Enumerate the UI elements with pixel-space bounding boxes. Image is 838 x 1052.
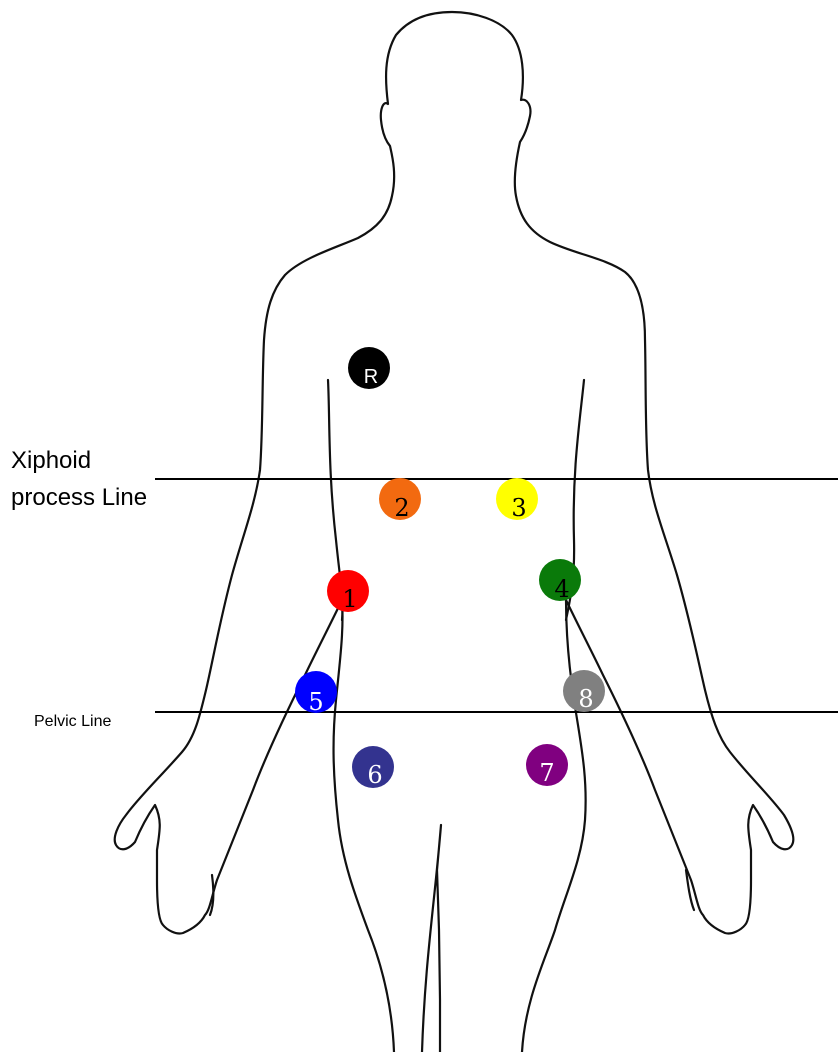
marker-5: 5 bbox=[295, 671, 337, 716]
marker-5-label: 5 bbox=[308, 688, 323, 716]
marker-8-label: 8 bbox=[578, 685, 593, 713]
marker-8: 8 bbox=[563, 670, 605, 713]
marker-1: 1 bbox=[327, 570, 369, 613]
xiphoid-label-line1: Xiphoid bbox=[11, 447, 91, 474]
marker-7-label: 7 bbox=[539, 759, 554, 787]
marker-4-label: 4 bbox=[554, 575, 569, 603]
marker-3: 3 bbox=[496, 478, 538, 522]
body-left-side bbox=[115, 12, 794, 1052]
marker-1-label: 1 bbox=[342, 585, 357, 613]
marker-2: 2 bbox=[379, 478, 421, 522]
marker-4: 4 bbox=[539, 559, 581, 603]
body-outline bbox=[115, 12, 794, 1052]
xiphoid-label-line2: process Line bbox=[11, 484, 147, 511]
marker-7: 7 bbox=[526, 744, 568, 787]
marker-6-label: 6 bbox=[367, 761, 382, 789]
body-silhouette bbox=[422, 825, 441, 1052]
pelvic-line-label: Pelvic Line bbox=[34, 713, 111, 730]
marker-R: R bbox=[348, 347, 390, 389]
marker-3-label: 3 bbox=[511, 494, 526, 522]
marker-6: 6 bbox=[352, 746, 394, 789]
marker-2-label: 2 bbox=[394, 494, 409, 522]
marker-R-label: R bbox=[364, 366, 378, 388]
